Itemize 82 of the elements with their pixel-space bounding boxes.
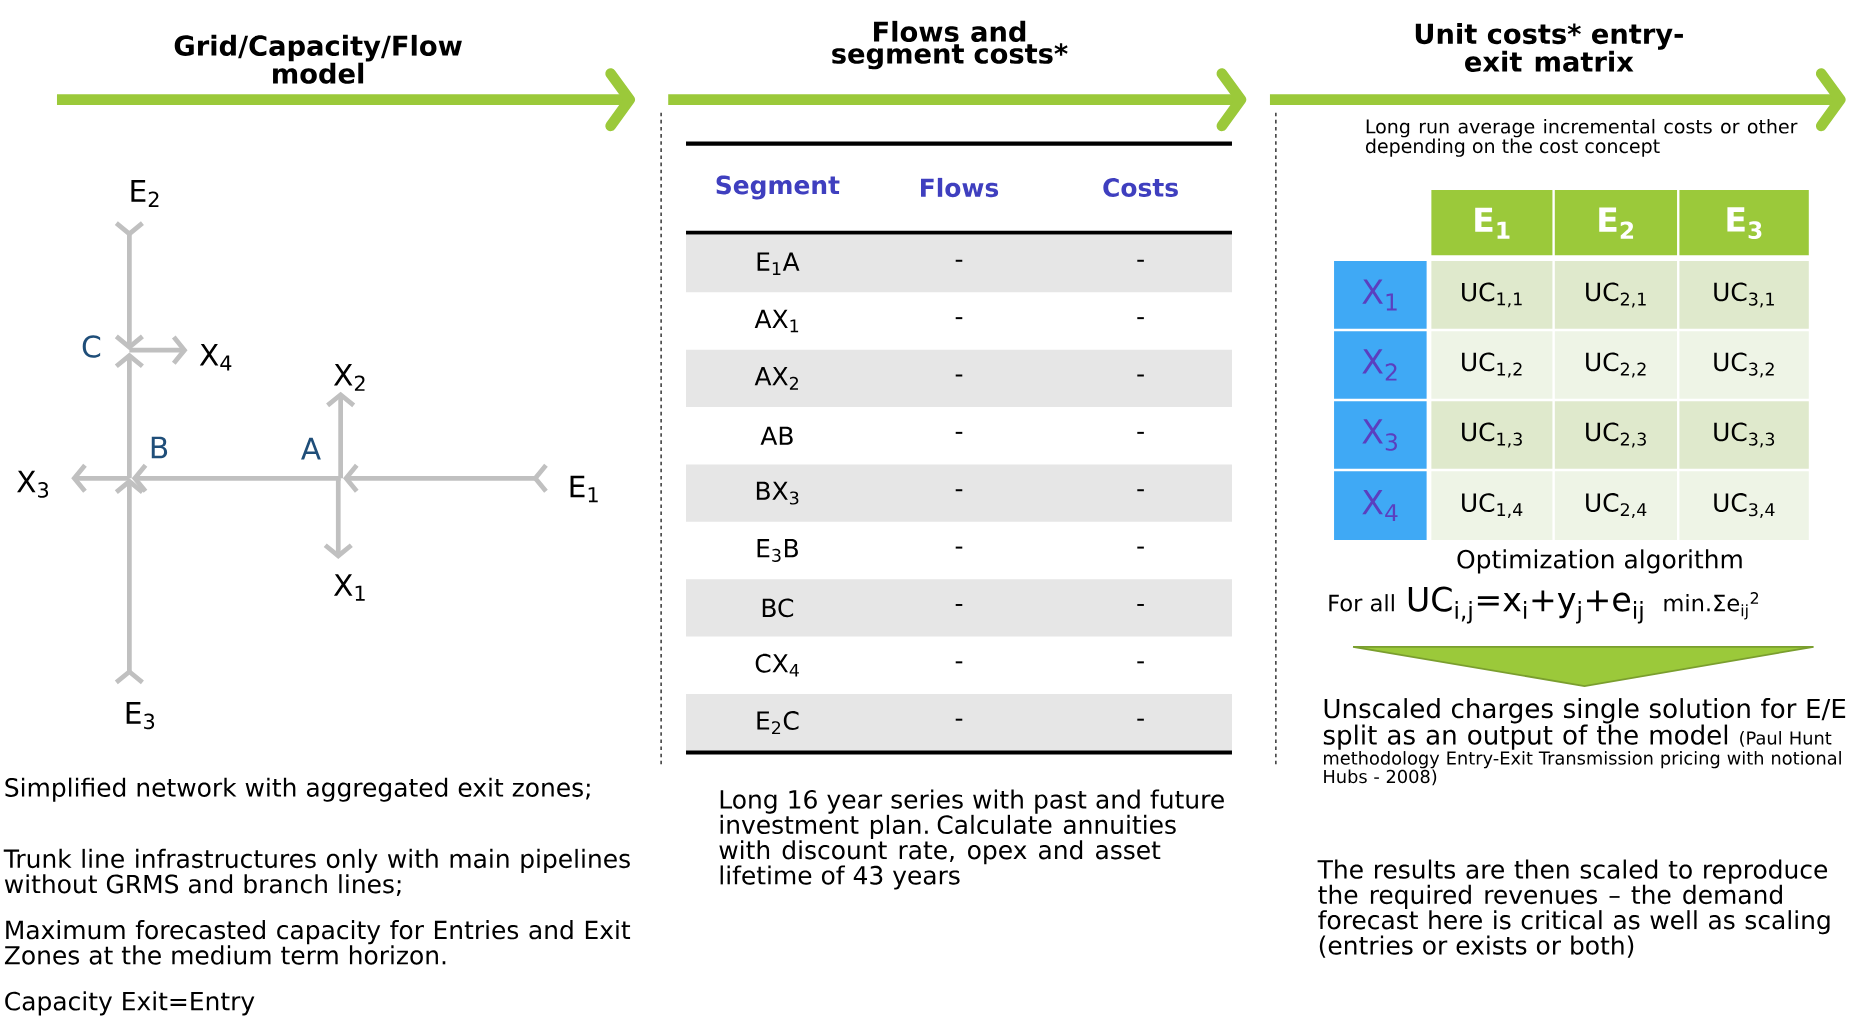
arrow [71,463,130,494]
matrix-cell: UC$_{3,3}$ [1679,401,1809,470]
down-chevron [1352,646,1815,688]
matrix-row-header: X$_{1}$ [1334,261,1427,329]
matrix-cell: UC$_{3,1}$ [1679,261,1809,329]
table-cell: - [955,317,963,320]
table-cell: E$_{3}$B [757,539,798,563]
table-cell: AB [760,426,793,446]
formula-text: min.Σe$_{ij}$2 [1664,592,1759,620]
column-header: Costs [1103,178,1178,198]
matrix-row-header: X$_{2}$ [1334,331,1427,399]
matrix-cell: UC$_{2,4}$ [1554,471,1678,541]
column-header: Segment [716,175,840,200]
matrix-header-cell: E$_{3}$ [1679,190,1809,256]
matrix-cell: UC$_{1,4}$ [1431,471,1553,541]
matrix-header-cell: E$_{2}$ [1554,190,1678,256]
arrow [114,221,144,351]
stage-band: Grid/Capacity/Flow model [57,35,635,132]
table-cell: - [955,260,963,262]
table-cell: - [1137,317,1144,320]
note-text: Unscaled charges single solution for E/E split as an output of the model (Paul Hunt methodology Entry-Exit Transmission pricing with notional Hubs - 2008) [1323,698,1846,786]
matrix-cell: UC$_{1,2}$ [1431,331,1553,399]
table-cell: AX$_{1}$ [754,310,799,333]
table-cell: E$_{2}$C [757,711,799,735]
network-point-label: X$_{3}$ [17,470,49,499]
table-cell: - [1137,661,1144,664]
table-cell: - [955,432,963,435]
network-point-label: E$_{2}$ [131,180,159,208]
table-cell: - [1137,260,1144,262]
table-cell: - [955,374,963,377]
table-cell: AX$_{2}$ [754,367,798,390]
junction-label: A [301,438,321,460]
network-point-label: X$_{4}$ [199,344,232,371]
matrix-cell: UC$_{3,4}$ [1679,471,1809,541]
column-header: Flows [921,178,999,198]
arrow [323,478,353,560]
table-cell: - [1137,604,1144,607]
arrow [326,391,356,479]
table-cell: - [955,661,963,664]
table-cell: - [1137,718,1144,721]
table-cell: - [955,546,963,549]
table-cell: BX$_{3}$ [756,481,799,505]
caption-text: Optimization algorithm [1457,549,1742,574]
note-text: Long 16 year series with past and future investment plan. Calculate annuities with discount rate, opex and asset lifetime of 43 years [719,789,1224,890]
note-text: Capacity Exit=Entry [5,991,255,1016]
note-text: The results are then scaled to reproduce the required revenues – the demand forecast here is critical as well as scaling (entries or exists or both) [1317,859,1830,958]
arrow [131,463,341,494]
note-text: Long run average incremental costs or other depending on the cost concept [1365,119,1798,158]
network-point-label: X$_{1}$ [333,574,365,601]
network-point-label: X$_{2}$ [333,364,365,392]
arrow [114,352,144,479]
network-point-label: E$_{1}$ [570,475,598,503]
junction-label: C [82,335,101,358]
stage-band: Flows and segment costs* [668,21,1247,132]
table-cell: - [955,604,963,607]
note-text: Trunk line infrastructures only with main pipelines without GRMS and branch lines; [3,849,630,897]
table-cell: - [955,718,963,721]
formula-text: For all [1329,594,1394,612]
table-cell: - [1137,546,1144,549]
table-cell: E$_{1}$A [757,252,800,276]
matrix-cell: UC$_{2,3}$ [1554,401,1678,470]
matrix-row-header: X$_{4}$ [1334,471,1427,541]
table-cell: BC [762,598,794,618]
table-cell: CX$_{4}$ [755,654,799,677]
table-cell: - [1137,432,1144,435]
matrix-cell: UC$_{2,1}$ [1554,261,1678,329]
table-cell: - [955,489,963,492]
table-cell: - [1137,374,1144,377]
matrix-header-cell: E$_{1}$ [1431,190,1553,256]
arrow [129,335,188,365]
matrix-cell: UC$_{2,2}$ [1554,331,1678,399]
table-cell: - [1137,489,1144,492]
note-text: Simplified network with aggregated exit zones; [5,777,590,802]
matrix-cell: UC$_{1,3}$ [1431,401,1553,470]
network-point-label: E$_{3}$ [126,702,155,730]
note-text: Maximum forecasted capacity for Entries and Exit Zones at the medium term horizon. [4,920,631,965]
junction-label: B [151,436,168,459]
matrix-cell: UC$_{3,2}$ [1679,331,1809,399]
arrow [114,478,144,685]
matrix-row-header: X$_{3}$ [1334,401,1427,470]
matrix-cell: UC$_{1,1}$ [1431,261,1553,329]
arrow [343,463,548,494]
